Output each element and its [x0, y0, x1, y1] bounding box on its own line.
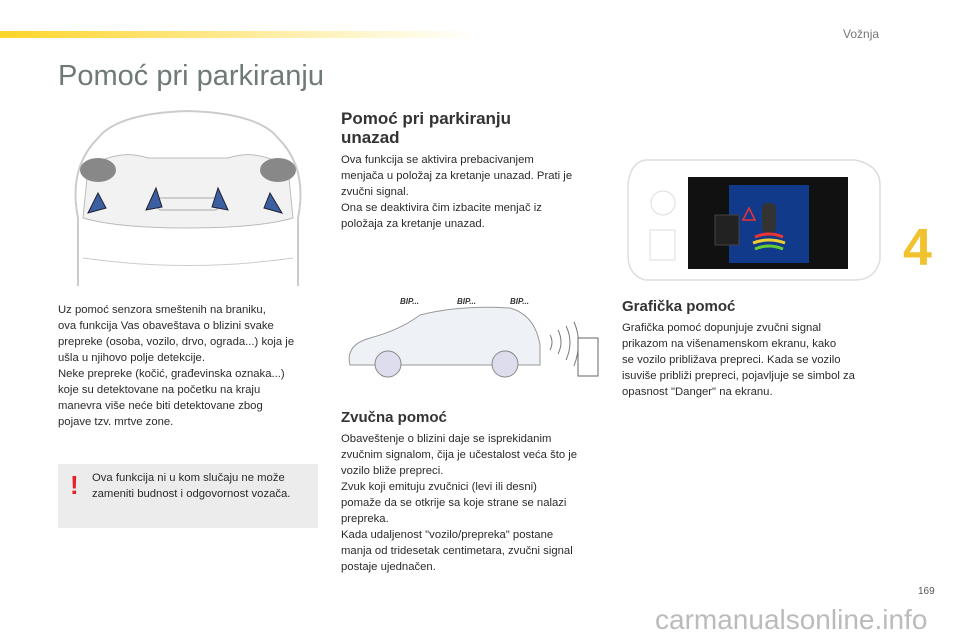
watermark: carmanualsonline.info [655, 604, 928, 635]
bip-label: BIP... [510, 297, 529, 306]
chapter-number: 4 [903, 219, 932, 277]
sound-assist-heading: Zvučna pomoć [341, 409, 447, 426]
rear-car-sensors-illustration [74, 109, 302, 286]
bip-label: BIP... [400, 297, 419, 306]
graphic-assist-heading: Grafička pomoć [622, 298, 736, 315]
car-side-sound-illustration: BIP... BIP... BIP... [348, 297, 599, 378]
bip-label: BIP... [457, 297, 476, 306]
multifunction-screen-illustration [627, 159, 881, 281]
intro-text: Uz pomoć senzora smeštenih na braniku,ov… [58, 304, 295, 428]
page-number: 169 [918, 586, 935, 597]
exclamation-icon: ! [70, 470, 79, 500]
page-title: Pomoć pri parkiranju [58, 60, 324, 92]
header-bar [0, 31, 480, 38]
sound-assist-text: Obaveštenje o blizini daje se isprekidan… [341, 433, 578, 573]
section-label: Vožnja [843, 27, 880, 41]
